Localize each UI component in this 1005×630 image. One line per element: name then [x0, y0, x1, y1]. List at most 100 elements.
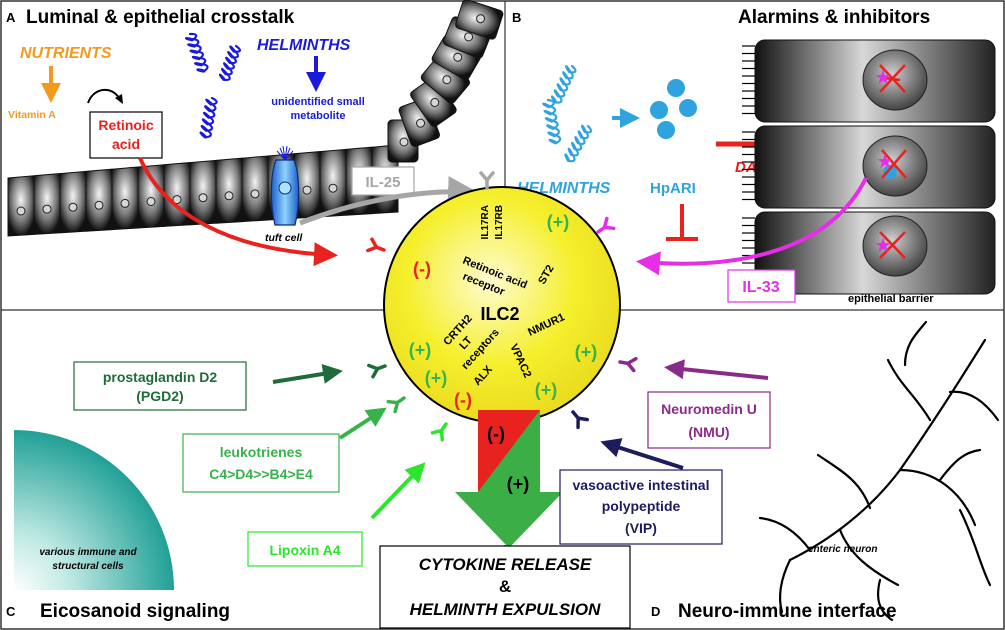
epithelial-cell	[215, 157, 243, 224]
vip-line3: (VIP)	[625, 520, 657, 536]
il17rb-label: IL17RB	[494, 205, 505, 239]
panel-c-letter: C	[6, 604, 16, 619]
epithelial-cell	[163, 162, 191, 227]
il33-box	[727, 269, 796, 303]
nmur1-sign: (+)	[575, 342, 598, 362]
cells-line1: various immune and	[39, 547, 137, 558]
immune-cells-shape	[14, 430, 174, 590]
metabolite-line1: unidentified small	[271, 96, 365, 108]
panel-a-title: Luminal & epithelial crosstalk	[26, 7, 295, 28]
helminth-worm	[564, 124, 593, 163]
ra-receptor-icon	[366, 237, 386, 253]
nmu-line1: Neuromedin U	[661, 401, 757, 417]
leukotrienes-box	[182, 433, 340, 493]
panel-b-letter: B	[512, 10, 521, 25]
output-arrow	[455, 410, 563, 548]
alx-sign: (-)	[454, 390, 472, 410]
tuft-cell-label: tuft cell	[265, 232, 303, 244]
lipoxin-label: Lipoxin A4	[269, 542, 340, 558]
output-line2: &	[499, 577, 511, 596]
epithelial-cell	[189, 159, 217, 226]
retinoic-acid-arrow	[138, 157, 338, 267]
ilc2-receptors	[366, 171, 638, 442]
ra-sign: (-)	[413, 259, 431, 279]
ilc2-label: ILC2	[480, 304, 519, 324]
leukotrienes-line2: C4>D4>>B4>E4	[209, 466, 313, 482]
output-line1: CYTOKINE RELEASE	[419, 555, 592, 574]
conversion-arrow	[87, 88, 121, 104]
il33-arrow	[636, 177, 868, 276]
epithelial-barrier-cells: ★ ★ ★	[742, 39, 996, 295]
helminths-a-label: HELMINTHS	[257, 37, 351, 54]
output-line3: HELMINTH EXPULSION	[410, 600, 602, 619]
il17ra-label: IL17RA	[480, 205, 491, 239]
epithelial-barrier-label: epithelial barrier	[848, 293, 934, 305]
output-box	[379, 545, 631, 629]
enteric-neuron-label: enteric neuron	[808, 544, 877, 555]
epithelial-cell	[59, 170, 87, 234]
crth2-sign: (+)	[409, 340, 432, 360]
helminth-worm	[184, 32, 209, 73]
epithelial-cell	[111, 166, 139, 231]
retinoic-acid-box	[89, 111, 163, 159]
vip-line1: vasoactive intestinal	[573, 477, 710, 493]
leukotrienes-line1: leukotrienes	[220, 444, 303, 460]
panel-a-letter: A	[6, 10, 16, 25]
pgd2-box	[73, 361, 247, 411]
helminth-worms-b	[542, 64, 593, 163]
epithelial-cell	[455, 0, 504, 40]
lipoxin-box	[247, 531, 363, 567]
inhibition-bar-icon	[666, 204, 698, 241]
il25-label: IL-25	[365, 174, 400, 191]
vitamin-a-label: Vitamin A	[8, 109, 56, 121]
lt-sign: (+)	[425, 368, 448, 388]
intestinal-epithelium	[7, 144, 399, 237]
nutrients-label: NUTRIENTS	[20, 45, 112, 62]
panel-c-title: Eicosanoid signaling	[40, 601, 230, 622]
helminth-worm	[218, 44, 242, 82]
panel-b-title: Alarmins & inhibitors	[738, 7, 930, 28]
secreted-molecules-icon	[650, 79, 697, 139]
st2-sign: (+)	[547, 212, 570, 232]
pgd2-line1: prostaglandin D2	[103, 369, 218, 385]
epithelial-cell	[137, 164, 165, 229]
svg-text:★: ★	[876, 151, 894, 173]
leukotrienes-arrow	[338, 407, 387, 440]
vip-arrow	[600, 438, 684, 470]
il33-label: IL-33	[742, 279, 779, 296]
vip-line2: polypeptide	[602, 498, 681, 514]
nmu-box	[647, 391, 771, 449]
epithelial-cell	[85, 168, 113, 232]
epithelial-cell	[33, 173, 61, 235]
epithelial-cell-1: ★	[754, 39, 996, 123]
helminth-worms-a	[184, 32, 242, 139]
panel-d-title: Neuro-immune interface	[678, 601, 897, 622]
lt-receptor-icon	[386, 396, 406, 414]
st2-receptor-icon	[596, 216, 616, 234]
nmur1-receptor-icon	[618, 356, 638, 373]
nmu-arrow	[664, 359, 769, 380]
vpac2-receptor-icon	[571, 410, 589, 430]
enteric-neuron-icon	[758, 320, 1000, 622]
helminth-worm	[199, 96, 218, 139]
lipoxin-arrow	[370, 462, 426, 520]
epithelial-cell-2: ★	[754, 125, 996, 209]
svg-text:★: ★	[874, 67, 892, 89]
vpac2-sign: (+)	[535, 380, 558, 400]
il25-arrow	[299, 176, 478, 226]
output-plus-sign: (+)	[507, 474, 530, 494]
epithelial-cell	[241, 155, 269, 223]
il25-box	[351, 166, 415, 196]
retinoic-acid-line2: acid	[112, 136, 140, 152]
hpari-label: HpARI	[650, 180, 696, 197]
output-minus-sign: (-)	[487, 424, 505, 444]
conversion-arrowhead	[115, 94, 123, 104]
metabolite-line2: metabolite	[290, 110, 345, 122]
helminth-worm	[550, 64, 577, 104]
pgd2-arrow	[272, 364, 343, 384]
retinoic-acid-line1: Retinoic	[98, 117, 153, 133]
crth2-receptor-icon	[367, 363, 387, 379]
tuft-cell-icon	[270, 145, 300, 226]
